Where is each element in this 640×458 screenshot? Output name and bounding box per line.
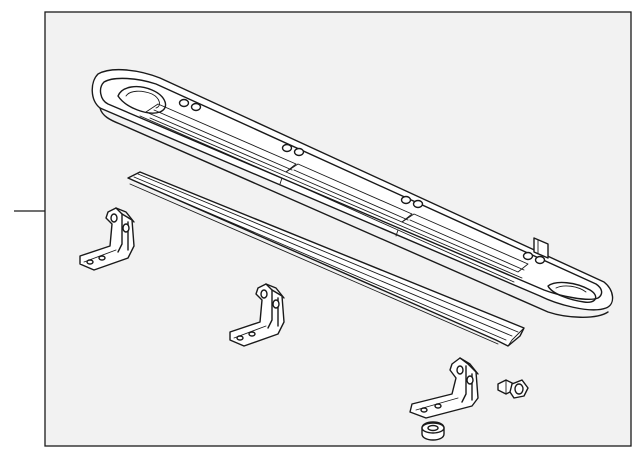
mounting-bracket-front — [79, 207, 135, 271]
step-pad-strip — [127, 171, 525, 347]
nut — [421, 421, 445, 441]
bolt-stud — [497, 379, 529, 399]
mounting-bracket-rear — [409, 357, 479, 419]
mounting-bracket-center — [229, 283, 285, 347]
running-board-step — [91, 69, 614, 318]
